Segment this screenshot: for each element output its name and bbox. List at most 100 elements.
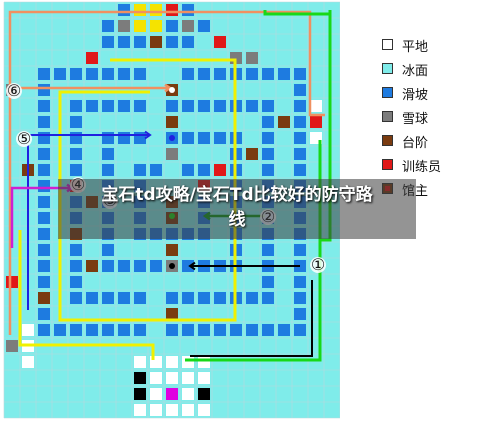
- snowball-tile: [118, 20, 130, 32]
- flat-tile: [166, 356, 178, 368]
- step-tile: [278, 116, 290, 128]
- title-banner: 宝石td攻略/宝石Td比较好的防守路 线: [58, 179, 416, 239]
- step-tile: [166, 244, 178, 256]
- trainer-tile: [166, 4, 178, 16]
- slope-tile: [38, 196, 50, 208]
- route-marker-1: ①: [311, 255, 325, 274]
- flat-tile: [166, 372, 178, 384]
- slope-tile: [134, 100, 146, 112]
- slope-tile: [118, 68, 130, 80]
- slope-tile: [182, 324, 194, 336]
- slope-tile: [166, 292, 178, 304]
- step-tile: [86, 260, 98, 272]
- slope-tile: [70, 292, 82, 304]
- slope-tile: [118, 100, 130, 112]
- tile-legend: 平地冰面滑坡雪球台阶训练员馆主: [378, 34, 494, 202]
- legend-item-trainer: 训练员: [378, 154, 494, 178]
- trainer-tile: [214, 164, 226, 176]
- ice-gym-map: ⑥⑤④③②①: [3, 1, 340, 419]
- slope-tile: [198, 132, 210, 144]
- slope-tile: [262, 244, 274, 256]
- flat-tile: [182, 404, 194, 416]
- slope-tile: [198, 292, 210, 304]
- slope-tile: [86, 68, 98, 80]
- snowball-icon: [382, 111, 393, 122]
- slope-tile: [294, 132, 306, 144]
- yellow-tile: [150, 4, 162, 16]
- slope-tile: [38, 180, 50, 192]
- route-paths: [8, 10, 332, 362]
- slope-tile: [70, 116, 82, 128]
- slope-tile: [118, 324, 130, 336]
- slope-tile: [70, 276, 82, 288]
- slope-tile: [294, 68, 306, 80]
- arrow-head-icon: [188, 261, 196, 271]
- slope-tile: [134, 132, 146, 144]
- slope-tile: [118, 292, 130, 304]
- slope-tile: [70, 132, 82, 144]
- slope-tile: [70, 244, 82, 256]
- yellow-tile: [134, 20, 146, 32]
- slope-tile: [262, 132, 274, 144]
- slope-tile: [38, 116, 50, 128]
- slope-tile: [150, 164, 162, 176]
- slope-tile: [294, 100, 306, 112]
- slope-tile: [38, 308, 50, 320]
- trainer-icon: [382, 159, 393, 170]
- route-green-2: [263, 10, 330, 16]
- slope-tile: [86, 100, 98, 112]
- route-marker-6: ⑥: [7, 81, 21, 100]
- legend-label: 台阶: [402, 136, 429, 151]
- slope-tile: [38, 244, 50, 256]
- slope-tile: [102, 292, 114, 304]
- slope-tile: [294, 292, 306, 304]
- slope-tile: [38, 276, 50, 288]
- slope-tile: [134, 324, 146, 336]
- legend-label: 雪球: [402, 112, 429, 127]
- slope-tile: [214, 100, 226, 112]
- flat-tile: [310, 100, 322, 112]
- flat-tile: [198, 404, 210, 416]
- slope-tile: [134, 36, 146, 48]
- route-end-dot: [169, 135, 175, 141]
- step-tile: [166, 308, 178, 320]
- slope-tile: [102, 324, 114, 336]
- slope-tile: [294, 84, 306, 96]
- slope-tile: [102, 68, 114, 80]
- flat-tile: [134, 404, 146, 416]
- route-orange: [8, 10, 325, 335]
- slope-tile: [54, 324, 66, 336]
- slope-tile: [134, 164, 146, 176]
- legend-item-slope: 滑坡: [378, 82, 494, 106]
- slope-tile: [182, 164, 194, 176]
- trainer-tile: [86, 52, 98, 64]
- slope-tile: [294, 244, 306, 256]
- slope-tile: [182, 36, 194, 48]
- slope-tile: [134, 292, 146, 304]
- legend-item-step: 台阶: [378, 130, 494, 154]
- snowball-tile: [182, 20, 194, 32]
- slope-tile: [70, 68, 82, 80]
- trainer-tile: [310, 116, 322, 128]
- flat-tile: [166, 404, 178, 416]
- flat-tile: [198, 356, 210, 368]
- slope-tile: [262, 116, 274, 128]
- slope-tile: [262, 276, 274, 288]
- slope-tile: [70, 324, 82, 336]
- slope-tile: [214, 292, 226, 304]
- slope-tile: [214, 68, 226, 80]
- slope-tile: [294, 308, 306, 320]
- slope-tile: [38, 212, 50, 224]
- slope-tile: [182, 260, 194, 272]
- slope-tile: [70, 164, 82, 176]
- black-tile: [134, 388, 146, 400]
- slope-tile: [38, 132, 50, 144]
- slope-tile: [166, 324, 178, 336]
- slope-tile: [38, 68, 50, 80]
- flat-tile: [150, 372, 162, 384]
- slope-tile: [182, 292, 194, 304]
- slope-tile: [182, 4, 194, 16]
- flat-tile: [182, 372, 194, 384]
- snowball-tile: [6, 340, 18, 352]
- slope-tile: [38, 164, 50, 176]
